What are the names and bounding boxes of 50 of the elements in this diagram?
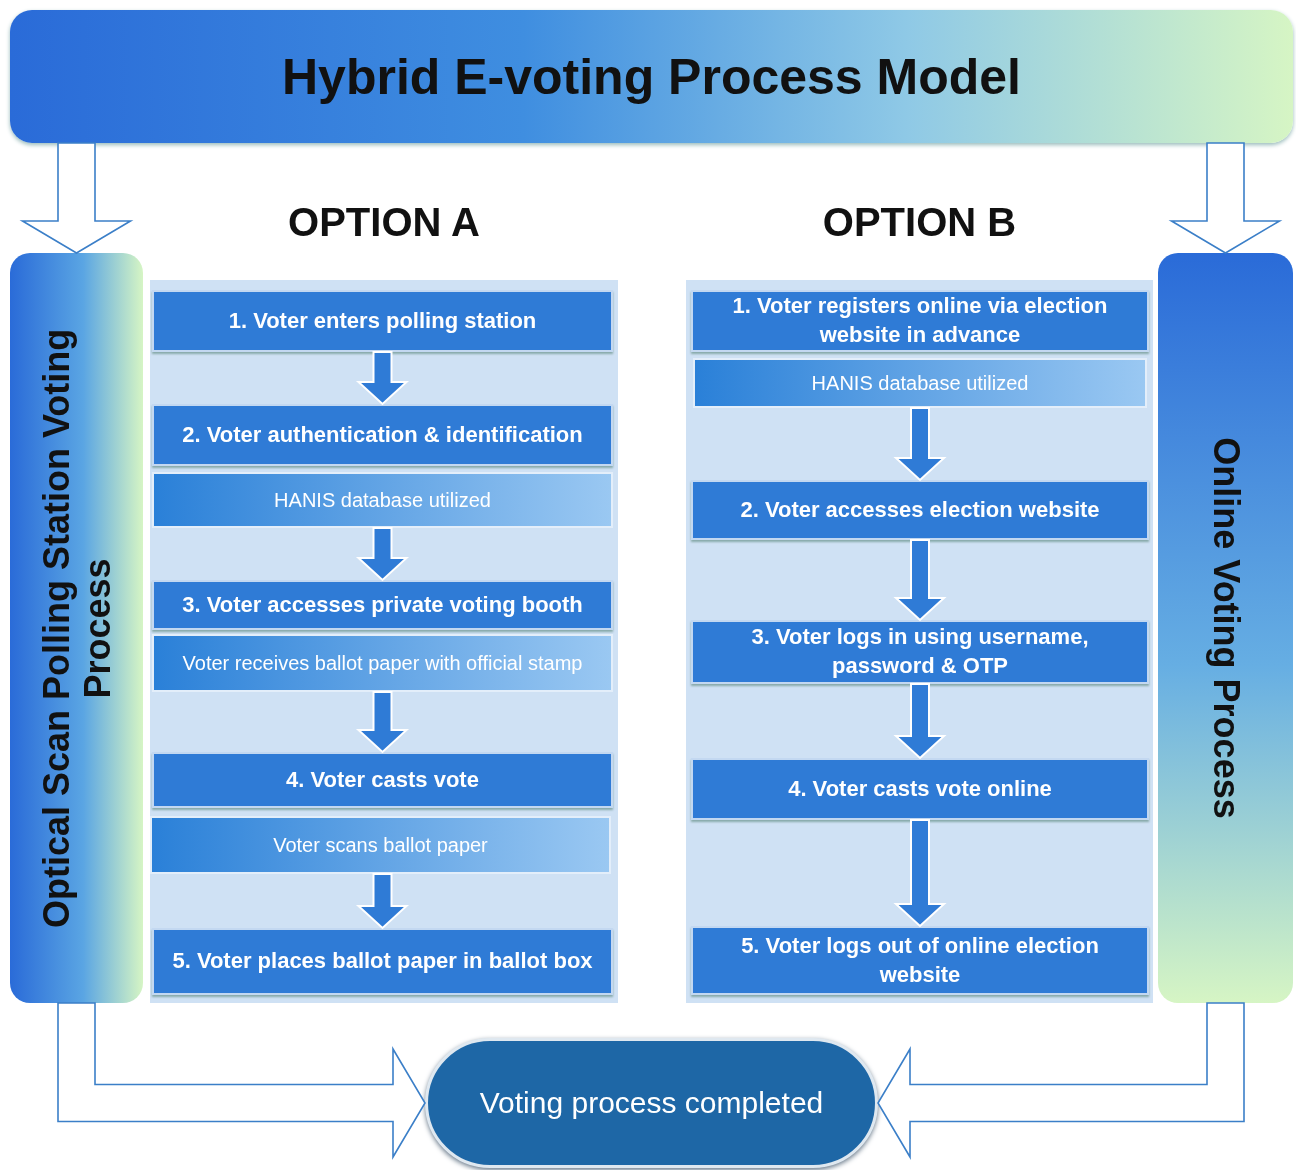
step-box — [152, 404, 613, 466]
step-box — [691, 290, 1149, 352]
step-text: 2. Voter accesses election website — [739, 495, 1101, 524]
option-heading: OPTION A — [287, 200, 481, 245]
step-box — [691, 620, 1149, 684]
step-box — [691, 926, 1149, 995]
down-arrow — [893, 539, 947, 622]
step-text: 1. Voter registers online via election website in advance — [731, 292, 1109, 349]
step-text: 4. Voter casts vote online — [787, 774, 1053, 803]
down-arrow — [893, 407, 947, 482]
detail-box — [150, 816, 611, 874]
down-arrow — [355, 351, 410, 406]
step-text: 4. Voter casts vote — [285, 765, 480, 794]
step-box — [152, 928, 613, 995]
step-box — [152, 752, 613, 808]
down-arrow — [893, 819, 947, 928]
step-text: 2. Voter authentication & identification — [181, 420, 584, 449]
down-arrow — [355, 873, 410, 930]
step-text: 5. Voter logs out of online election website — [740, 931, 1100, 989]
step-text: 3. Voter logs in using username, password & OTP — [750, 623, 1090, 680]
hollow-arrow — [877, 1002, 1245, 1160]
detail-text: HANIS database utilized — [811, 371, 1029, 395]
end-terminal — [425, 1038, 878, 1168]
down-arrow — [355, 527, 410, 582]
detail-box — [152, 634, 613, 692]
hollow-arrow — [1168, 142, 1283, 254]
step-box — [691, 480, 1149, 540]
hollow-arrow — [19, 142, 134, 254]
title-text: Hybrid E-voting Process Model — [282, 47, 1021, 106]
bar-label: Optical Scan Polling Station Voting Process — [35, 327, 118, 930]
process-bar — [1158, 253, 1293, 1003]
step-box — [691, 758, 1149, 820]
terminal-text: Voting process completed — [479, 1086, 824, 1120]
option-heading: OPTION B — [821, 200, 1018, 245]
down-arrow — [893, 683, 947, 760]
bar-label: Online Voting Process — [1204, 436, 1247, 821]
hollow-arrow — [57, 1002, 426, 1160]
detail-box — [152, 472, 613, 528]
detail-text: HANIS database utilized — [274, 488, 491, 512]
down-arrow — [355, 691, 410, 754]
title-banner — [10, 10, 1293, 143]
step-box — [152, 290, 613, 352]
detail-text: Voter scans ballot paper — [273, 833, 488, 857]
detail-text: Voter receives ballot paper with official stamp — [182, 651, 583, 675]
step-box — [152, 580, 613, 630]
step-text: 3. Voter accesses private voting booth — [181, 590, 584, 619]
step-text: 5. Voter places ballot paper in ballot box — [171, 947, 594, 976]
process-bar — [10, 253, 143, 1003]
detail-box — [693, 358, 1147, 408]
step-text: 1. Voter enters polling station — [227, 306, 538, 335]
